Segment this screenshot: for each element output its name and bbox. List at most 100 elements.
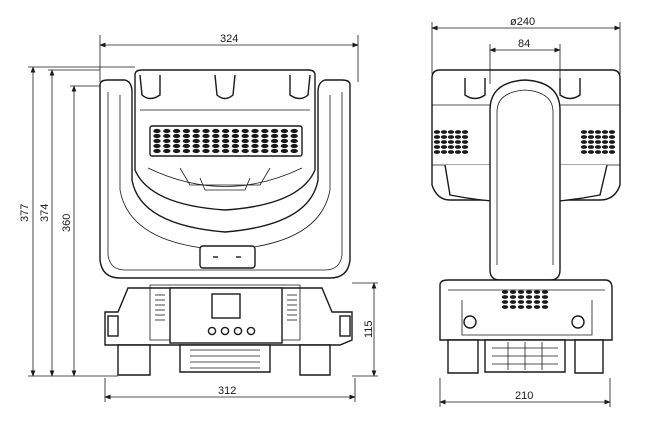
- led-dot: [202, 148, 210, 154]
- led-dot: [608, 130, 616, 134]
- led-dot: [241, 138, 249, 144]
- side-yoke: [489, 79, 561, 281]
- led-dot: [182, 128, 191, 134]
- led-dot: [447, 140, 455, 144]
- led-dot: [202, 143, 210, 149]
- led-dot: [261, 148, 269, 154]
- led-dot: [251, 133, 259, 139]
- dim-front-115: 115: [363, 320, 375, 338]
- led-dot: [525, 300, 533, 304]
- led-dot: [433, 135, 441, 139]
- front-dimensions: 324 312 377 374 360 115: [19, 33, 378, 402]
- led-dot: [601, 140, 609, 144]
- led-dot: [525, 305, 533, 309]
- side-led-array-left: [433, 130, 469, 154]
- led-dot: [461, 135, 469, 139]
- led-dot: [261, 133, 269, 139]
- led-dot: [501, 295, 509, 299]
- led-dot: [587, 135, 595, 139]
- led-dot: [454, 135, 462, 139]
- led-dot: [433, 150, 441, 154]
- led-dot: [270, 148, 279, 154]
- led-dot: [594, 135, 602, 139]
- led-dot: [440, 135, 448, 139]
- led-dot: [153, 148, 161, 154]
- led-dot: [509, 295, 517, 299]
- led-dot: [601, 130, 609, 134]
- front-led-array: [149, 125, 303, 157]
- led-dot: [601, 150, 609, 154]
- led-dot: [433, 130, 441, 134]
- side-dimensions: ø240 84 210: [431, 16, 621, 407]
- led-dot: [270, 133, 279, 139]
- side-base-vent: [501, 290, 549, 309]
- led-dot: [608, 145, 616, 149]
- led-dot: [241, 133, 249, 139]
- led-dot: [601, 135, 609, 139]
- led-dot: [212, 138, 220, 144]
- led-dot: [153, 128, 161, 134]
- led-dot: [212, 128, 220, 134]
- led-dot: [241, 128, 249, 134]
- side-view: [431, 69, 621, 374]
- led-dot: [509, 305, 517, 309]
- led-dot: [517, 300, 525, 304]
- led-dot: [461, 140, 469, 144]
- led-dot: [182, 138, 191, 144]
- led-dot: [608, 135, 616, 139]
- led-dot: [192, 128, 200, 134]
- dim-front-377: 377: [19, 204, 31, 222]
- led-dot: [517, 290, 525, 294]
- led-dot: [454, 150, 462, 154]
- led-dot: [221, 133, 230, 139]
- led-dot: [231, 133, 240, 139]
- led-dot: [270, 138, 279, 144]
- led-dot: [461, 130, 469, 134]
- led-dot: [541, 290, 549, 294]
- led-dot: [601, 145, 609, 149]
- led-dot: [192, 143, 200, 149]
- led-dot: [172, 143, 181, 149]
- led-dot: [433, 145, 441, 149]
- led-dot: [192, 148, 200, 154]
- led-dot: [192, 133, 200, 139]
- led-dot: [447, 150, 455, 154]
- led-dot: [594, 145, 602, 149]
- led-dot: [182, 133, 191, 139]
- led-dot: [231, 138, 240, 144]
- led-dot: [541, 305, 549, 309]
- led-dot: [163, 148, 171, 154]
- led-dot: [580, 150, 588, 154]
- led-dot: [231, 128, 240, 134]
- led-dot: [261, 138, 269, 144]
- dim-front-324: 324: [220, 33, 238, 45]
- side-led-array-right: [580, 130, 616, 154]
- led-dot: [221, 143, 230, 149]
- led-dot: [587, 145, 595, 149]
- led-dot: [251, 128, 259, 134]
- led-dot: [533, 305, 541, 309]
- led-dot: [461, 150, 469, 154]
- led-dot: [212, 143, 220, 149]
- led-dot: [251, 148, 259, 154]
- led-dot: [587, 140, 595, 144]
- led-dot: [280, 133, 289, 139]
- led-dot: [212, 148, 220, 154]
- led-dot: [501, 305, 509, 309]
- dim-side-240: ø240: [510, 16, 535, 28]
- led-dot: [172, 138, 181, 144]
- led-dot: [153, 143, 161, 149]
- led-dot: [202, 128, 210, 134]
- led-dot: [440, 140, 448, 144]
- led-dot: [212, 133, 220, 139]
- led-dot: [182, 143, 191, 149]
- led-dot: [280, 138, 289, 144]
- led-dot: [251, 138, 259, 144]
- led-dot: [509, 300, 517, 304]
- led-dot: [172, 148, 181, 154]
- led-dot: [594, 140, 602, 144]
- led-dot: [594, 150, 602, 154]
- led-dot: [231, 143, 240, 149]
- led-dot: [433, 140, 441, 144]
- led-dot: [440, 150, 448, 154]
